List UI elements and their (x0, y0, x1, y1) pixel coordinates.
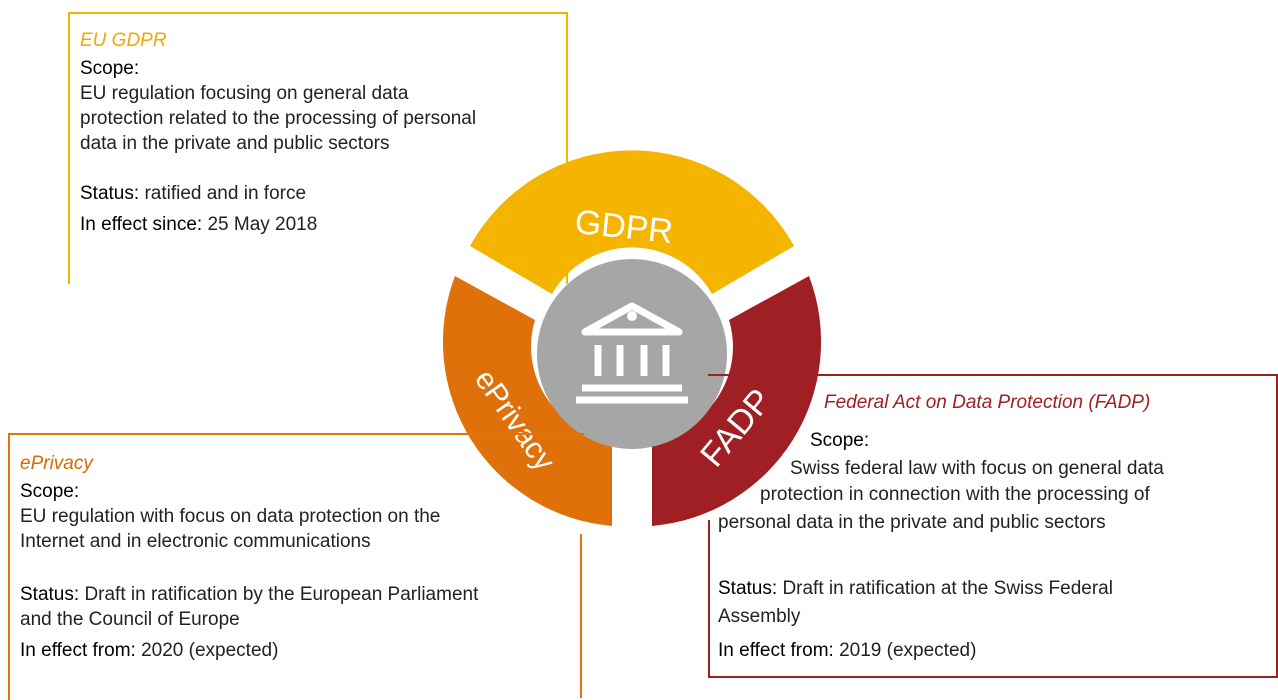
center-circle (537, 259, 727, 449)
eprivacy-info-box: ePrivacy Scope: EU regulation with focus… (8, 433, 584, 700)
fadp-status-line: Assembly (718, 606, 801, 627)
gdpr-scope-line: data in the private and public sectors (80, 133, 390, 154)
eprivacy-title: ePrivacy (20, 453, 93, 474)
fadp-scope-line: Swiss federal law with focus on general … (790, 458, 1164, 479)
fadp-title: Federal Act on Data Protection (FADP) (824, 392, 1151, 413)
fadp-effect-label: In effect from: (718, 640, 834, 661)
gdpr-title: EU GDPR (80, 30, 167, 51)
fadp-scope-line: personal data in the private and public … (718, 512, 1106, 533)
gdpr-info-box: EU GDPR Scope: EU regulation focusing on… (68, 12, 568, 284)
eprivacy-effect-label: In effect from: (20, 640, 136, 661)
eprivacy-scope-label: Scope: (20, 481, 80, 502)
gdpr-effect: In effect since: 25 May 2018 (80, 212, 570, 237)
fadp-status-label: Status: (718, 578, 778, 599)
eprivacy-status-value: Draft in ratification by the European Pa… (84, 584, 479, 605)
fadp-effect-value: 2019 (expected) (839, 640, 977, 661)
fadp-info-box: Federal Act on Data Protection (FADP) Sc… (708, 374, 1278, 678)
eprivacy-scope-line: Internet and in electronic communication… (20, 531, 371, 552)
gdpr-segment (470, 150, 794, 294)
eprivacy-status-line: and the Council of Europe (20, 609, 240, 630)
gdpr-scope-line: protection related to the processing of … (80, 108, 477, 129)
government-building-icon (576, 302, 688, 404)
gdpr-status-value: ratified and in force (144, 183, 307, 204)
gdpr-scope-label: Scope: (80, 58, 140, 79)
gdpr-status: Status: ratified and in force (80, 181, 570, 206)
fadp-segment (652, 276, 822, 526)
eprivacy-status-label: Status: (20, 584, 80, 605)
gdpr-effect-label: In effect since: (80, 214, 203, 235)
fadp-box-border (708, 520, 710, 676)
gdpr-scope-line: EU regulation focusing on general data (80, 83, 409, 104)
gdpr-status-label: Status: (80, 183, 140, 204)
fadp-status-value: Draft in ratification at the Swiss Feder… (782, 578, 1113, 599)
fadp-effect: In effect from: 2019 (expected) (718, 638, 976, 663)
fadp-status: Status: Draft in ratification at the Swi… (718, 576, 1113, 601)
eprivacy-status: Status: Draft in ratification by the Eur… (20, 582, 590, 607)
eprivacy-segment (442, 276, 612, 526)
eprivacy-effect-value: 2020 (expected) (141, 640, 279, 661)
gdpr-effect-value: 25 May 2018 (207, 214, 318, 235)
eprivacy-box-border (580, 534, 582, 698)
eprivacy-effect: In effect from: 2020 (expected) (20, 638, 590, 663)
fadp-scope-label: Scope: (810, 430, 870, 451)
fadp-scope-line: protection in connection with the proces… (760, 484, 1150, 505)
eprivacy-scope-line: EU regulation with focus on data protect… (20, 506, 441, 527)
